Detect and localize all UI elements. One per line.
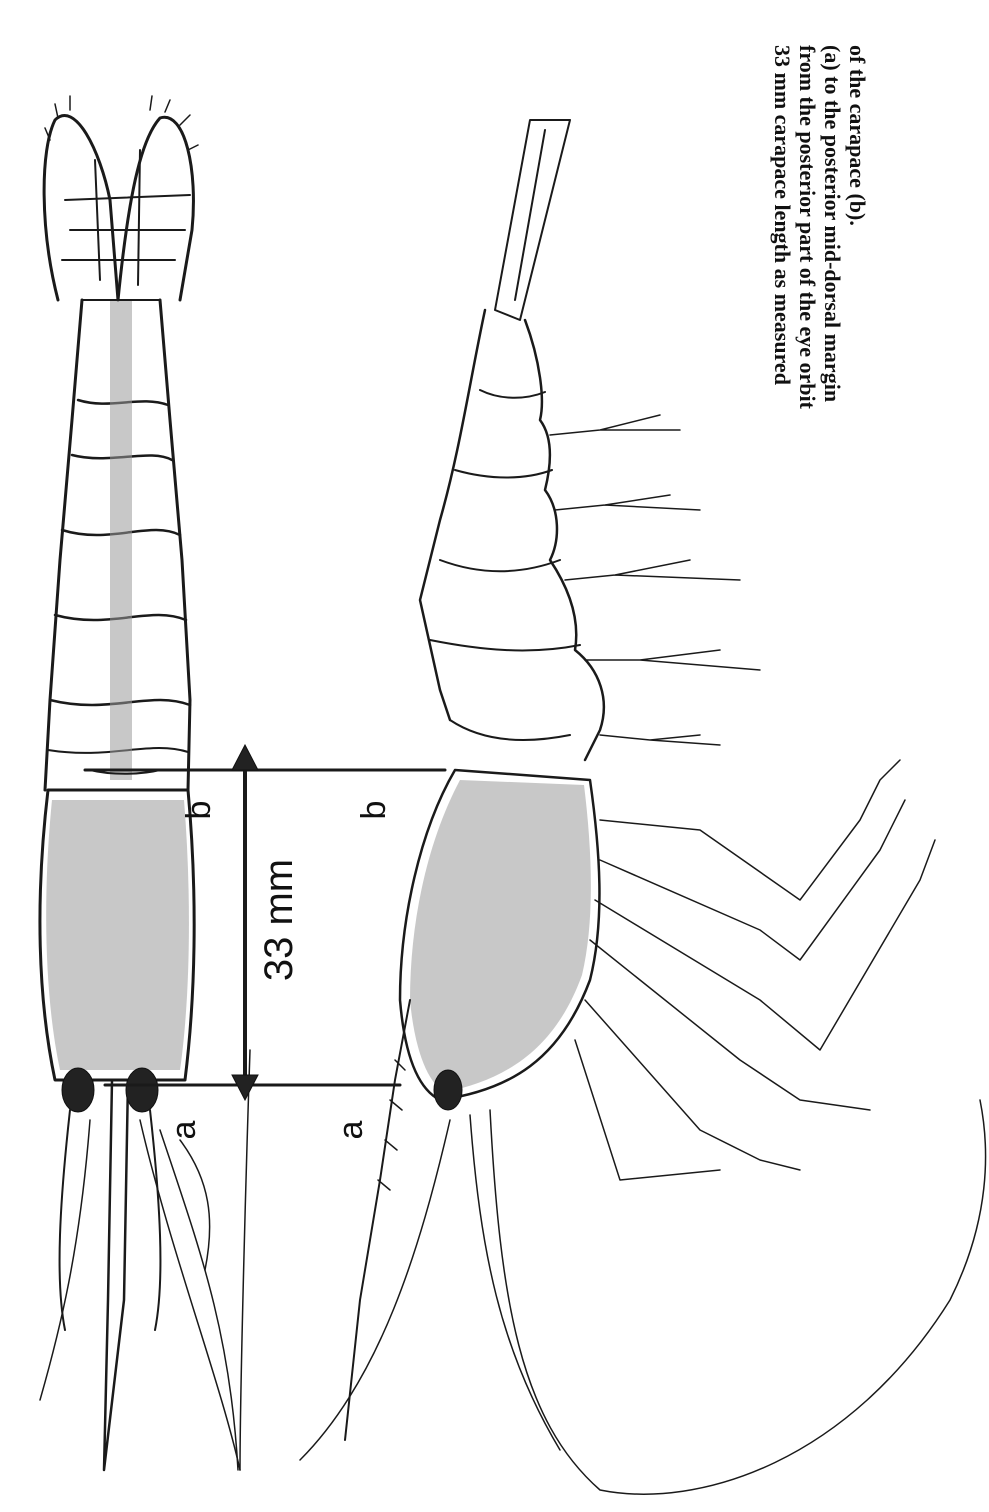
- dorsal-antennae: [40, 1050, 250, 1470]
- lateral-walking-legs: [575, 760, 935, 1180]
- lateral-antenna: [490, 1100, 986, 1494]
- figure-caption: 33 mm carapace length as measured from t…: [770, 45, 870, 410]
- measurement-value: 33 mm: [257, 859, 301, 981]
- dorsal-view-shrimp: [40, 96, 250, 1470]
- label-lateral-b: b: [355, 801, 393, 820]
- lateral-tail: [495, 120, 570, 320]
- measurement-labels: b a b a 33 mm: [165, 801, 393, 1140]
- caption-line-1: 33 mm carapace length as measured: [770, 45, 795, 385]
- lateral-carapace: [345, 770, 599, 1440]
- lateral-pleopods: [550, 415, 760, 745]
- arrowhead-bottom: [232, 1075, 258, 1100]
- caption-line-4: of the carapace (b).: [845, 45, 870, 226]
- label-dorsal-b: b: [180, 801, 218, 820]
- lateral-abdomen: [420, 310, 604, 760]
- dorsal-carapace: [40, 770, 194, 1470]
- dorsal-tail-fan: [44, 96, 198, 300]
- lateral-eye: [434, 1070, 462, 1110]
- arrowhead-top: [232, 745, 258, 770]
- caption-line-3: (a) to the posterior mid-dorsal margin: [820, 45, 845, 402]
- label-lateral-a: a: [332, 1120, 370, 1139]
- label-dorsal-a: a: [165, 1120, 203, 1139]
- caption-line-2: from the posterior part of the eye orbit: [795, 45, 820, 410]
- dorsal-eyes: [62, 1068, 158, 1112]
- dorsal-abdomen: [45, 300, 190, 790]
- lateral-view-shrimp: [300, 120, 986, 1494]
